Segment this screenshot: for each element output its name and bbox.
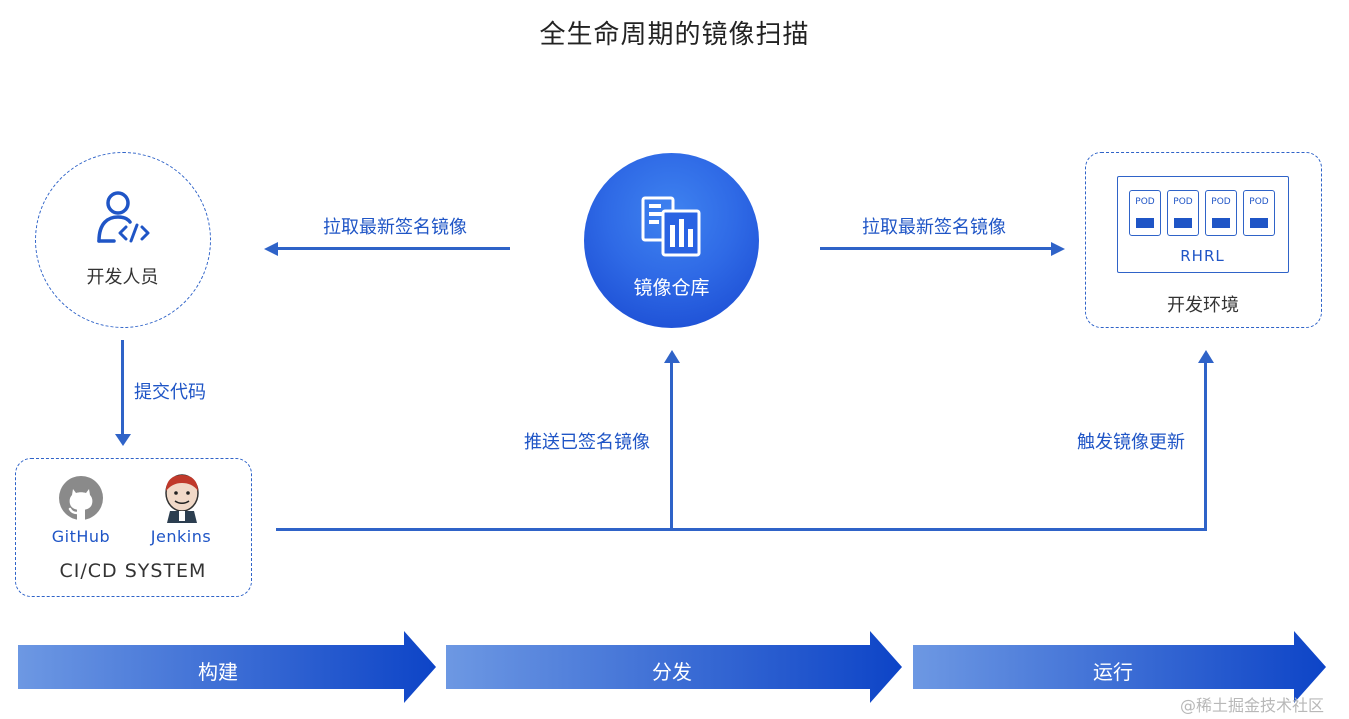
cluster-label: RHRL	[1180, 247, 1225, 265]
push-arrow-head	[664, 350, 680, 363]
phase-arrow-run	[913, 631, 1326, 703]
pull-right-arrow-line	[820, 247, 1052, 250]
registry-icon	[641, 196, 701, 257]
trigger-arrow-head	[1198, 350, 1214, 363]
commit-arrow-line	[121, 340, 124, 436]
commit-code-label: 提交代码	[134, 382, 206, 403]
pod-2: POD	[1167, 190, 1199, 236]
watermark: @稀土掘金技术社区	[1180, 696, 1325, 715]
developer-node: 开发人员	[35, 152, 211, 328]
jenkins-icon	[165, 474, 199, 523]
phase-label-build: 构建	[198, 660, 238, 684]
phase-label-run: 运行	[1093, 660, 1133, 684]
pod-3: POD	[1205, 190, 1237, 236]
pull-left-arrow-line	[277, 247, 510, 250]
phase-arrow-distribute	[446, 631, 902, 703]
pull-right-label: 拉取最新签名镜像	[862, 217, 1006, 238]
pull-left-arrow-head	[264, 242, 278, 256]
cicd-system-node: GitHub Jenkins CI/CD SYSTEM	[15, 458, 252, 597]
phase-label-distribute: 分发	[652, 660, 692, 684]
trigger-update-label: 触发镜像更新	[1077, 432, 1185, 453]
page-title: 全生命周期的镜像扫描	[539, 20, 810, 50]
trigger-arrow-line	[1204, 362, 1207, 531]
pull-right-arrow-head	[1051, 242, 1065, 256]
jenkins-label: Jenkins	[150, 527, 212, 546]
pipeline-bus-line	[276, 528, 1207, 531]
pod-1: POD	[1129, 190, 1161, 236]
registry-label: 镜像仓库	[633, 277, 710, 299]
github-icon	[59, 476, 103, 520]
developer-label: 开发人员	[86, 267, 159, 288]
push-signed-label: 推送已签名镜像	[524, 432, 650, 453]
pull-left-label: 拉取最新签名镜像	[323, 217, 467, 238]
dev-env-label: 开发环境	[1167, 295, 1239, 316]
cicd-system-label: CI/CD SYSTEM	[59, 560, 207, 582]
phase-arrow-build	[18, 631, 436, 703]
phase-arrows	[18, 631, 1326, 703]
github-label: GitHub	[51, 527, 111, 546]
cluster-box: POD POD POD POD RHRL	[1117, 176, 1289, 273]
pod-4: POD	[1243, 190, 1275, 236]
developer-code-icon	[97, 191, 150, 243]
dev-env-node: POD POD POD POD RHRL 开发环境	[1085, 152, 1322, 328]
commit-arrow-head	[115, 434, 131, 446]
registry-node: 镜像仓库	[584, 153, 759, 328]
push-arrow-line	[670, 362, 673, 531]
